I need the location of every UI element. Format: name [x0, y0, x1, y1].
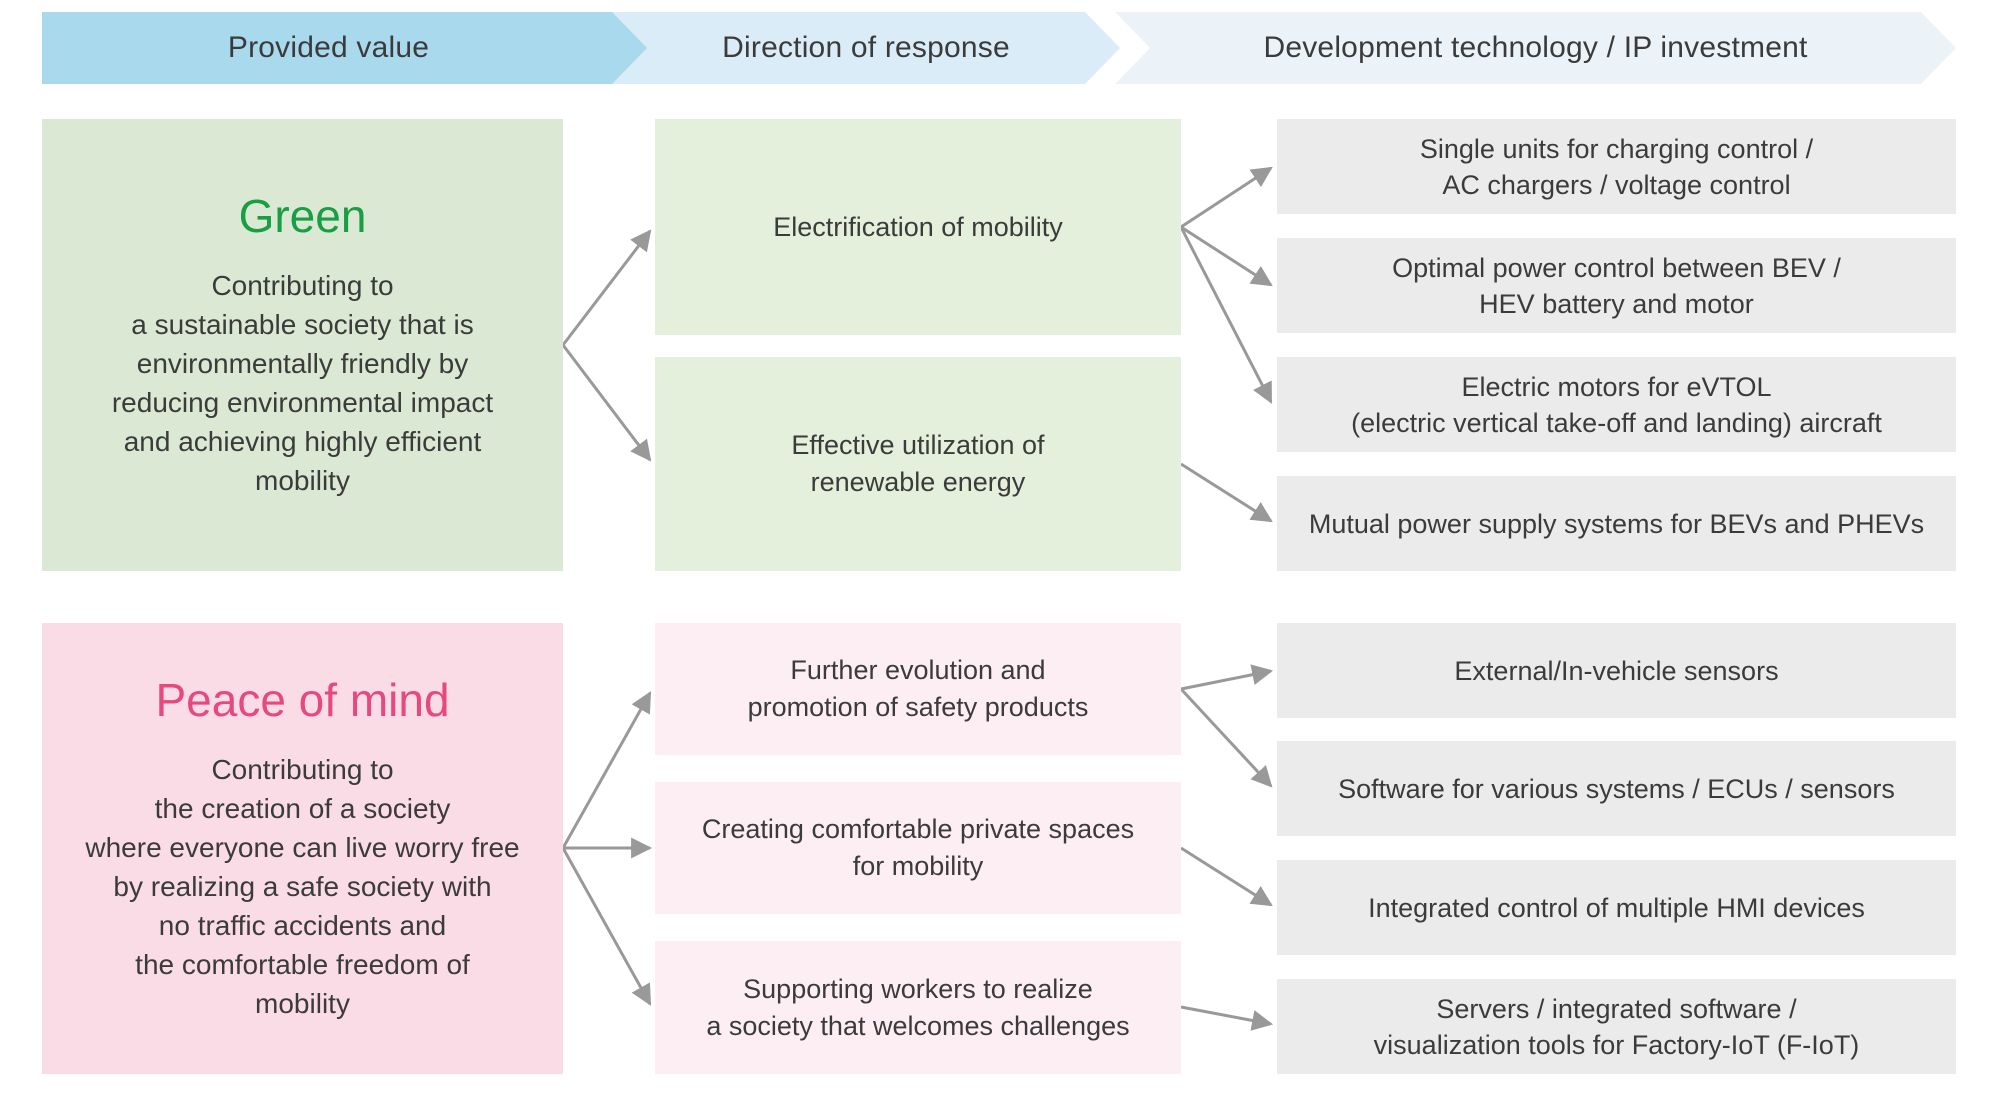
arrow-safety-to-software — [1179, 687, 1273, 788]
technology-box-evtol-motors: Electric motors for eVTOL (electric vert… — [1277, 357, 1956, 452]
value-box-peace-of-mind: Peace of mind Contributing to the creati… — [42, 623, 563, 1074]
header-chevron-development-technology: Development technology / IP investment — [1115, 12, 1956, 84]
arrow-private-spaces-to-hmi — [1180, 846, 1273, 907]
header-chevron-direction-of-response: Direction of response — [612, 12, 1120, 84]
value-description-peace-of-mind: Contributing to the creation of a societ… — [85, 754, 520, 1019]
header-label-development-technology: Development technology / IP investment — [1263, 31, 1808, 64]
direction-box-private-spaces: Creating comfortable private spaces for … — [655, 782, 1181, 914]
arrow-safety-to-sensors — [1180, 664, 1274, 691]
direction-box-electrification: Electrification of mobility — [655, 119, 1181, 335]
arrow-green-to-renewable — [561, 344, 652, 462]
direction-label-private-spaces: Creating comfortable private spaces for … — [701, 814, 1135, 881]
direction-label-electrification: Electrification of mobility — [773, 211, 1063, 242]
header-chevron-provided-value: Provided value — [42, 12, 650, 84]
direction-label-renewable-energy: Effective utilization of renewable energ… — [791, 430, 1045, 497]
arrow-green-to-electrification — [561, 229, 652, 346]
direction-box-safety-products: Further evolution and promotion of safet… — [655, 623, 1181, 755]
arrow-electrification-to-charging — [1180, 166, 1273, 229]
technology-box-hmi-control: Integrated control of multiple HMI devic… — [1277, 860, 1956, 955]
technology-box-vehicle-sensors: External/In-vehicle sensors — [1277, 623, 1956, 718]
technology-label-charging-control: Single units for charging control / AC c… — [1419, 133, 1814, 200]
header-label-provided-value: Provided value — [227, 31, 430, 64]
technology-label-systems-software: Software for various systems / ECUs / se… — [1338, 773, 1895, 804]
arrow-peace-to-safety — [561, 691, 652, 849]
technology-label-power-control: Optimal power control between BEV / HEV … — [1392, 252, 1841, 319]
direction-label-supporting-workers: Supporting workers to realize a society … — [706, 973, 1130, 1041]
arrow-electrification-to-evtol — [1179, 226, 1273, 404]
arrow-electrification-to-power-control — [1180, 225, 1273, 287]
value-description-green: Contributing to a sustainable society th… — [111, 270, 494, 496]
technology-label-factory-iot: Servers / integrated software / visualiz… — [1373, 993, 1860, 1060]
technology-label-mutual-power-supply: Mutual power supply systems for BEVs and… — [1308, 508, 1925, 539]
technology-box-charging-control: Single units for charging control / AC c… — [1277, 119, 1956, 214]
direction-box-supporting-workers: Supporting workers to realize a society … — [655, 941, 1181, 1074]
value-box-green: Green Contributing to a sustainable soci… — [42, 119, 563, 571]
arrow-peace-to-workers — [561, 847, 652, 1006]
direction-box-renewable-energy: Effective utilization of renewable energ… — [655, 357, 1181, 571]
value-title-green: Green — [238, 190, 367, 242]
technology-label-evtol-motors: Electric motors for eVTOL (electric vert… — [1351, 371, 1882, 438]
technology-box-power-control: Optimal power control between BEV / HEV … — [1277, 238, 1956, 333]
direction-label-safety-products: Further evolution and promotion of safet… — [747, 655, 1089, 722]
header-label-direction-of-response: Direction of response — [722, 31, 1010, 64]
value-title-peace-of-mind: Peace of mind — [155, 674, 450, 726]
technology-box-factory-iot: Servers / integrated software / visualiz… — [1277, 979, 1956, 1074]
technology-box-systems-software: Software for various systems / ECUs / se… — [1277, 741, 1956, 836]
arrow-renewable-to-mutual-power — [1180, 462, 1273, 523]
technology-label-hmi-control: Integrated control of multiple HMI devic… — [1368, 892, 1865, 923]
technology-label-vehicle-sensors: External/In-vehicle sensors — [1454, 655, 1779, 686]
arrow-workers-to-servers — [1180, 1005, 1274, 1031]
technology-box-mutual-power-supply: Mutual power supply systems for BEVs and… — [1277, 476, 1956, 571]
